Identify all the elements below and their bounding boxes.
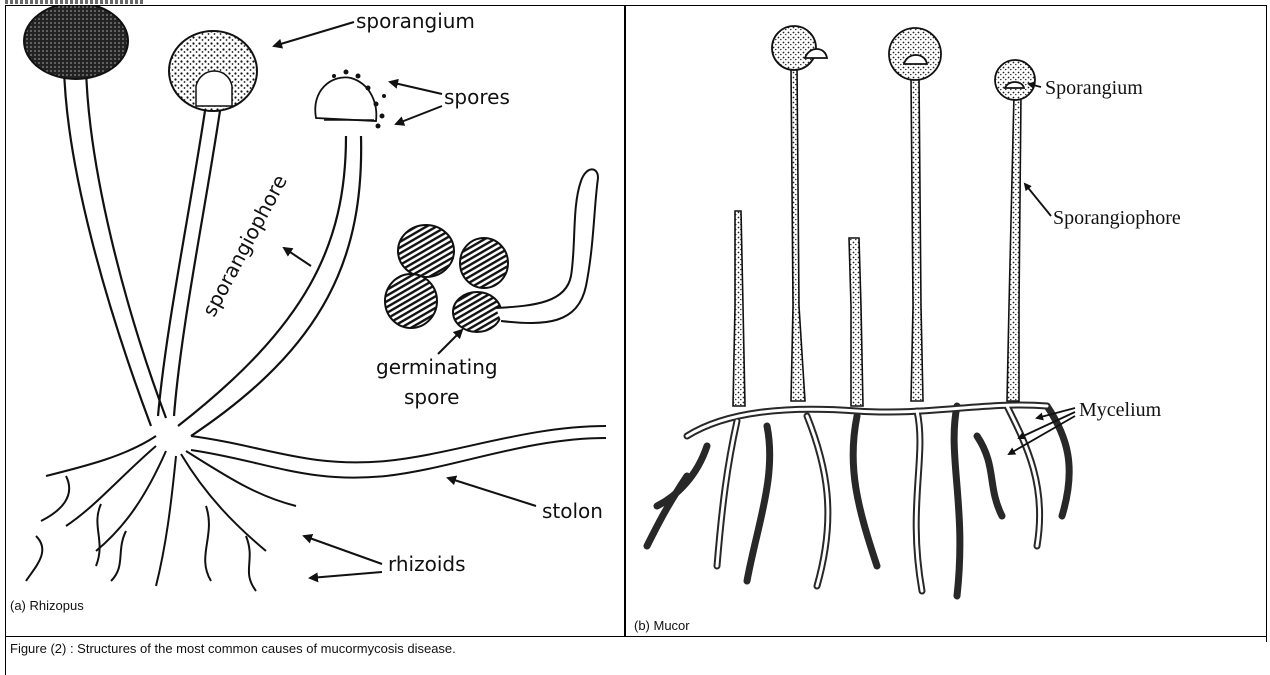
label-germinating: germinating — [376, 355, 498, 379]
caption-mucor: (b) Mucor — [634, 618, 690, 633]
label-sporangium: Sporangium — [1045, 77, 1143, 99]
sporangiophore-stalks — [733, 66, 1021, 406]
label-rhizoids: rhizoids — [388, 552, 466, 576]
rhizoids — [26, 436, 296, 591]
spore-cluster — [385, 225, 508, 332]
cell-divider-horizontal — [5, 636, 1267, 637]
caption-rhizopus: (a) Rhizopus — [10, 598, 84, 613]
sporangiophore-stalks — [64, 66, 361, 436]
label-sporangiophore: sporangiophore — [197, 171, 292, 321]
label-spores: spores — [444, 85, 510, 109]
sporangium-burst — [315, 70, 386, 129]
germ-tube — [496, 169, 598, 323]
figure-caption: Figure (2) : Structures of the most comm… — [10, 641, 456, 656]
top-edge-fragment — [5, 0, 145, 4]
label-spore: spore — [404, 385, 459, 409]
rhizopus-diagram: sporangium spores sporangiophore germina… — [6, 6, 624, 636]
label-mycelium: Mycelium — [1079, 399, 1162, 421]
table-border-right — [1266, 5, 1267, 642]
mycelium-network — [647, 405, 1069, 596]
label-sporangiophore: Sporangiophore — [1053, 207, 1181, 229]
mucor-diagram: Sporangium Sporangiophore Mycelium — [627, 6, 1265, 636]
sporangia — [772, 26, 1035, 100]
cell-divider-vertical — [624, 5, 626, 637]
label-sporangium: sporangium — [356, 9, 475, 33]
stolon — [191, 426, 606, 478]
sporangium-left — [24, 6, 128, 79]
label-stolon: stolon — [542, 499, 603, 523]
sporangium-middle — [169, 31, 257, 111]
